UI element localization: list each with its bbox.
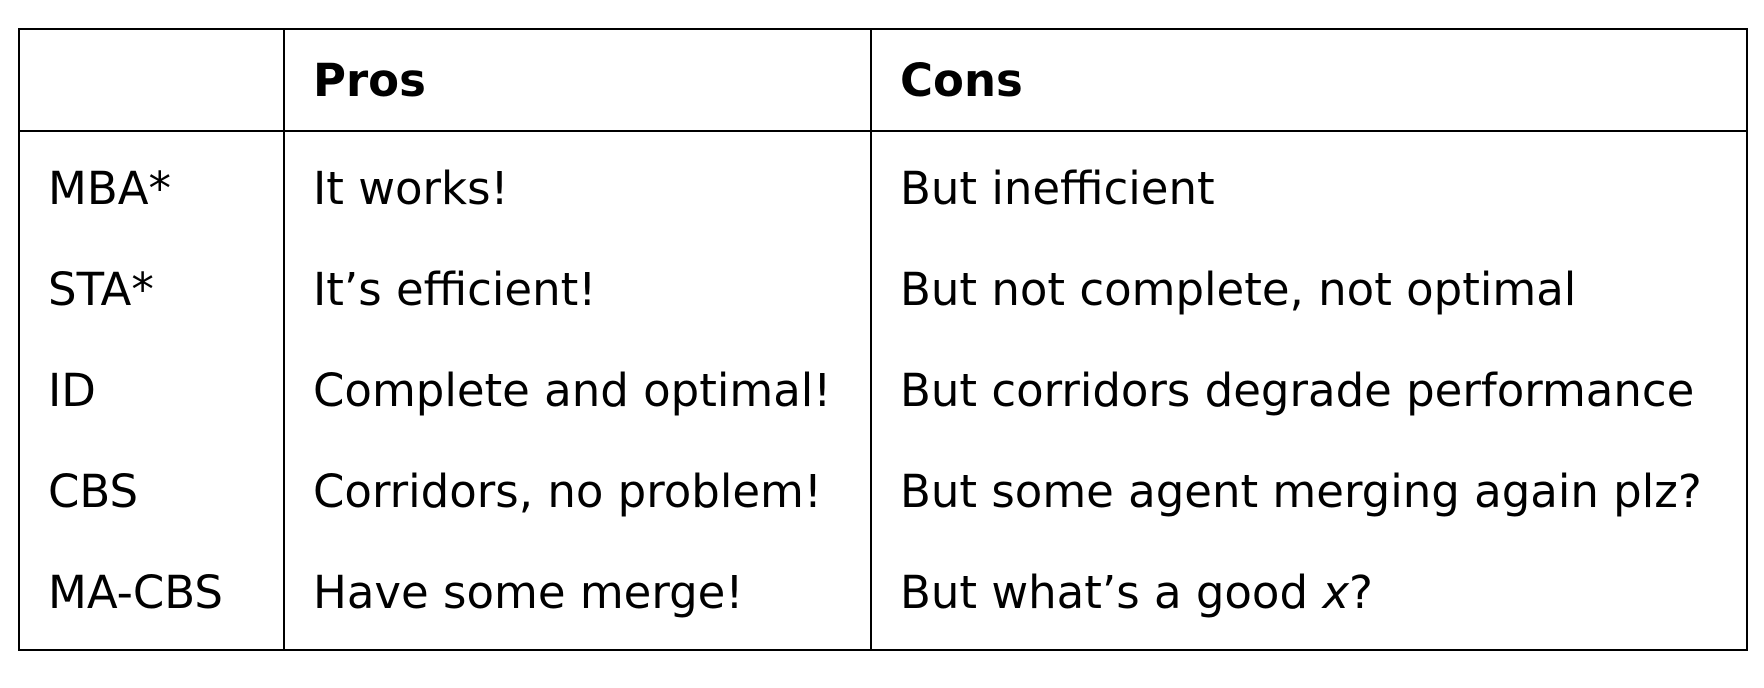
- cons-cell: But inefficient: [900, 162, 1215, 215]
- cons-cell: But not complete, not optimal: [900, 263, 1577, 316]
- cons-text-prefix: But what’s a good: [900, 566, 1323, 619]
- header-cons: Cons: [871, 29, 1747, 132]
- table-row: MA-CBS Have some merge! But what’s a goo…: [19, 542, 1747, 650]
- table-row: STA* It’s efficient! But not complete, n…: [19, 239, 1747, 340]
- table-row: CBS Corridors, no problem! But some agen…: [19, 441, 1747, 542]
- header-pros: Pros: [284, 29, 872, 132]
- comparison-table: Pros Cons MBA* It works! But inefficient…: [18, 28, 1748, 651]
- table-body: MBA* It works! But inefficient STA* It’s…: [19, 131, 1747, 650]
- cons-cell: But some agent merging again plz?: [900, 465, 1702, 518]
- table-header: Pros Cons: [19, 29, 1747, 132]
- pros-cell: Corridors, no problem!: [284, 441, 872, 542]
- method-cell: MBA*: [19, 131, 285, 239]
- header-method: [19, 29, 285, 132]
- cons-variable: x: [1322, 566, 1349, 619]
- method-cell: ID: [19, 340, 285, 441]
- method-cell: STA*: [19, 239, 285, 340]
- pros-cell: It’s efficient!: [284, 239, 872, 340]
- cons-cell: But corridors degrade performance: [900, 364, 1695, 417]
- pros-cell: Complete and optimal!: [284, 340, 872, 441]
- header-row: Pros Cons: [19, 29, 1747, 132]
- table-row: MBA* It works! But inefficient: [19, 131, 1747, 239]
- pros-cell: It works!: [284, 131, 872, 239]
- cons-text-suffix: ?: [1348, 566, 1373, 619]
- pros-cell: Have some merge!: [284, 542, 872, 650]
- method-cell: CBS: [19, 441, 285, 542]
- table-row: ID Complete and optimal! But corridors d…: [19, 340, 1747, 441]
- method-cell: MA-CBS: [19, 542, 285, 650]
- cons-cell: But what’s a good x?: [871, 542, 1747, 650]
